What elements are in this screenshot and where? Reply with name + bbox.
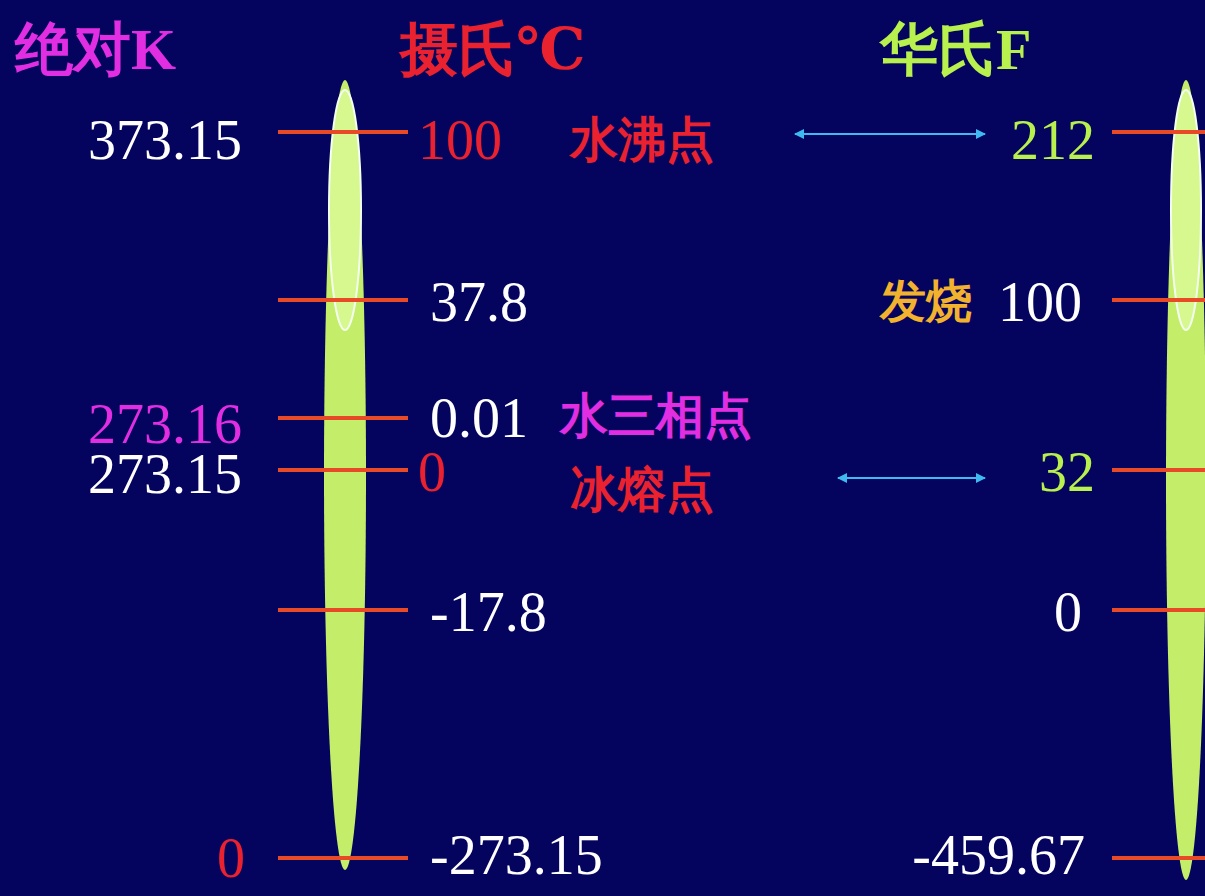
scale-heading: 华氏F: [880, 21, 1031, 79]
fahrenheit-value: 0: [1054, 584, 1082, 640]
tick-marks: [278, 132, 1205, 858]
correspondence-arrows: [795, 134, 985, 478]
fahrenheit-value: 100: [998, 274, 1082, 330]
scale-heading: 摄氏℃: [400, 21, 586, 79]
kelvin-value: 373.15: [88, 112, 242, 168]
point-name: 水三相点: [560, 392, 752, 440]
scale-heading: 绝对K: [15, 21, 176, 79]
tube-highlight: [1171, 90, 1201, 330]
tube-highlight: [329, 90, 361, 330]
celsius-value: 0.01: [430, 390, 528, 446]
celsius-value: 37.8: [430, 274, 528, 330]
fahrenheit-value: -459.67: [912, 827, 1085, 883]
celsius-value: -17.8: [430, 584, 547, 640]
fahrenheit-value: 212: [1011, 112, 1095, 168]
fahrenheit-value: 32: [1039, 444, 1095, 500]
kelvin-value: 273.15: [88, 446, 242, 502]
celsius-value: 100: [418, 112, 502, 168]
point-name: 冰熔点: [570, 466, 714, 514]
kelvin-value: 273.16: [88, 396, 242, 452]
celsius-value: -273.15: [430, 827, 603, 883]
point-name: 水沸点: [570, 116, 714, 164]
point-name: 发烧: [880, 279, 972, 325]
celsius-value: 0: [418, 444, 446, 500]
kelvin-value: 0: [217, 830, 245, 886]
scale-tube: [1166, 80, 1205, 880]
scale-tube: [324, 80, 366, 870]
